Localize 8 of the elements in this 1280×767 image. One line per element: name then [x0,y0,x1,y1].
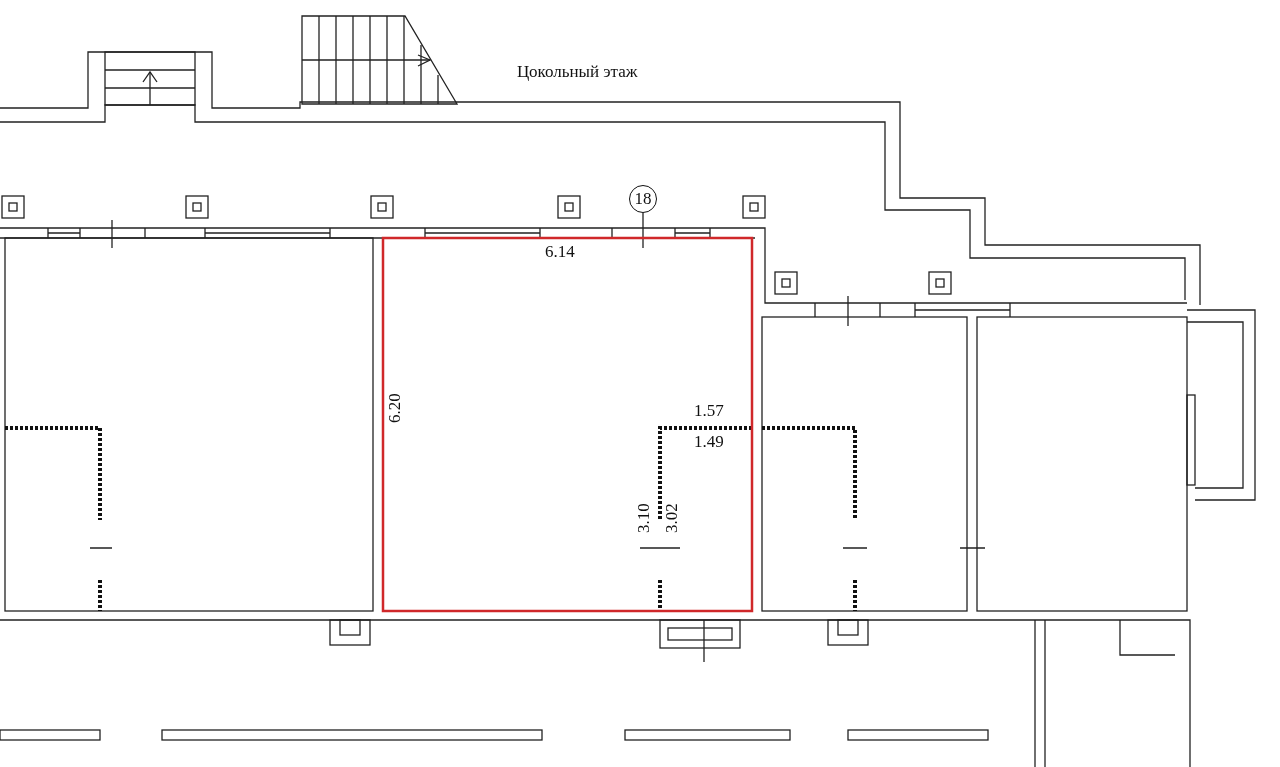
axis-bubble: 18 [629,185,657,213]
dimension-label: 3.10 [633,503,654,533]
floor-title: Цокольный этаж [517,62,638,82]
dimension-label: 1.49 [694,432,724,452]
dimension-label: 1.57 [694,401,724,421]
dimension-label: 6.14 [545,242,575,262]
dimension-label: 6.20 [384,393,405,423]
dimension-label: 3.02 [661,503,682,533]
